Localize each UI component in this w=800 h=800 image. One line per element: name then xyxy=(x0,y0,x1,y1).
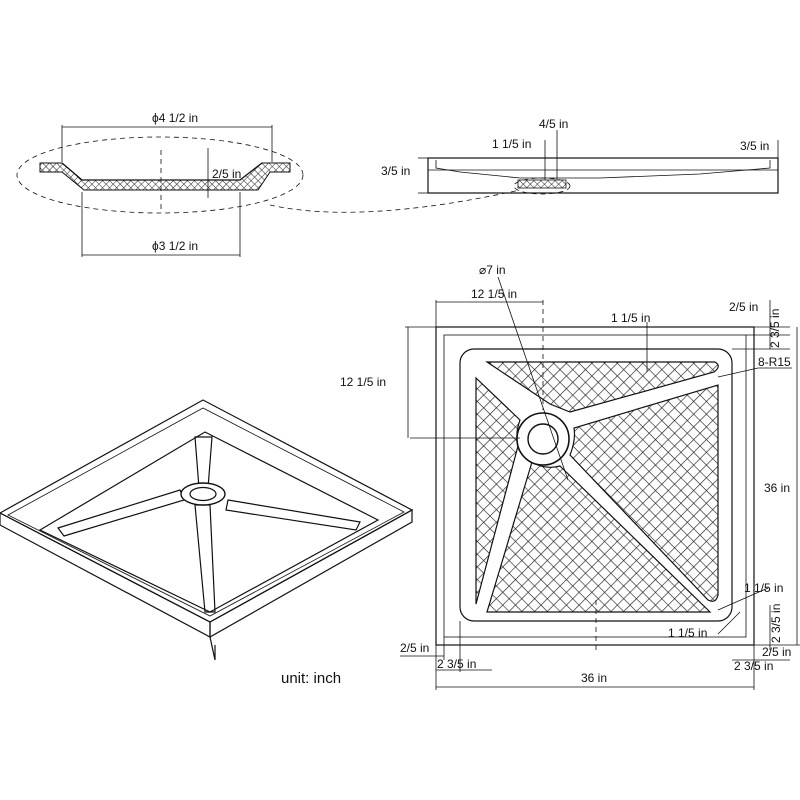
height-total-label: 36 in xyxy=(764,481,790,495)
top-view-rim xyxy=(443,334,747,638)
quadrant-right xyxy=(569,384,719,602)
drain-x-label: 12 1/5 in xyxy=(471,287,517,301)
drain-detail: ϕ4 1/2 in 2/5 in ϕ3 1/2 in xyxy=(16,111,521,257)
bottom-diameter-label: ϕ3 1/2 in xyxy=(152,239,198,253)
flange-top-label: 2 3/5 in xyxy=(768,309,782,348)
rim-top-label: 2/5 in xyxy=(729,300,758,314)
side-rim-height-label: 3/5 in xyxy=(740,139,769,153)
side-view: 1 1/5 in 4/5 in 3/5 in 3/5 in xyxy=(381,117,779,195)
drain-y-label: 12 1/5 in xyxy=(340,375,386,389)
channel-width-label: 1 1/5 in xyxy=(611,311,650,325)
flange-right-bottom-label: 2 3/5 in xyxy=(769,604,783,643)
quadrant-top xyxy=(485,361,719,413)
corner-right-label: 1 1/5 in xyxy=(744,581,783,595)
unit-label: unit: inch xyxy=(281,670,341,687)
side-drain-offset-label: 1 1/5 in xyxy=(492,137,531,151)
drain-depth-label: 2/5 in xyxy=(212,167,241,181)
side-drain-depth-label: 4/5 in xyxy=(539,117,568,131)
side-drain-ellipse xyxy=(513,177,571,195)
corner-bottom-label: 1 1/5 in xyxy=(668,626,707,640)
flange-left-label: 2 3/5 in xyxy=(437,657,476,671)
drain-diameter-label: ⌀7 in xyxy=(479,263,506,277)
top-view: ⌀7 in 12 1/5 in 12 1/5 in 1 1/5 in 2/5 i… xyxy=(340,263,800,690)
top-drain-inner xyxy=(527,423,559,455)
iso-outer-top xyxy=(0,399,414,623)
width-total-label: 36 in xyxy=(581,671,607,685)
corner-radius-label: 8-R15 xyxy=(758,355,791,369)
top-diameter-label: ϕ4 1/2 in xyxy=(152,111,198,125)
isometric-view xyxy=(0,399,414,661)
iso-basin xyxy=(38,431,380,613)
side-view-body xyxy=(427,157,779,194)
side-height-label: 3/5 in xyxy=(381,164,410,178)
rim-bottom-right-label: 2/5 in xyxy=(762,645,791,659)
detail-ellipse xyxy=(16,136,304,214)
rim-left-label: 2/5 in xyxy=(400,641,429,655)
top-view-outer xyxy=(435,326,755,646)
iso-front-face xyxy=(0,512,211,638)
